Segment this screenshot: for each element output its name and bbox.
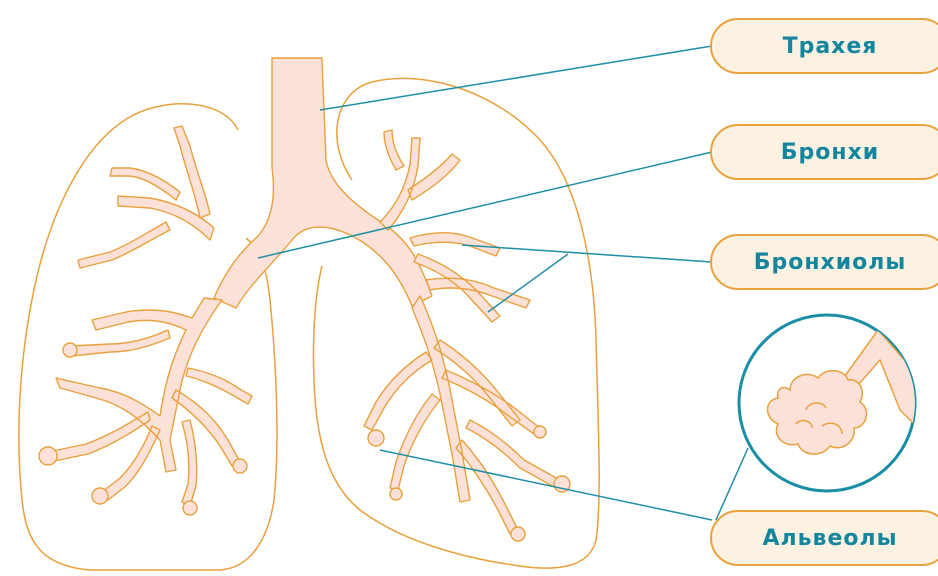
leader-line-alveoli [380, 450, 712, 520]
label-bronchi: Бронхи [710, 124, 938, 180]
leader-line-trachea [320, 46, 712, 110]
right-lung-outline [313, 78, 599, 568]
bronchial-tree [39, 58, 570, 541]
label-trachea: Трахея [710, 18, 938, 74]
trachea-shape [214, 58, 432, 308]
label-bronchioles: Бронхиолы [710, 234, 938, 290]
alveoli-inset [739, 315, 930, 491]
left-bronchi-branches [48, 126, 252, 506]
right-bronchi-branches [364, 130, 560, 534]
label-alveoli: Альвеолы [710, 510, 938, 566]
